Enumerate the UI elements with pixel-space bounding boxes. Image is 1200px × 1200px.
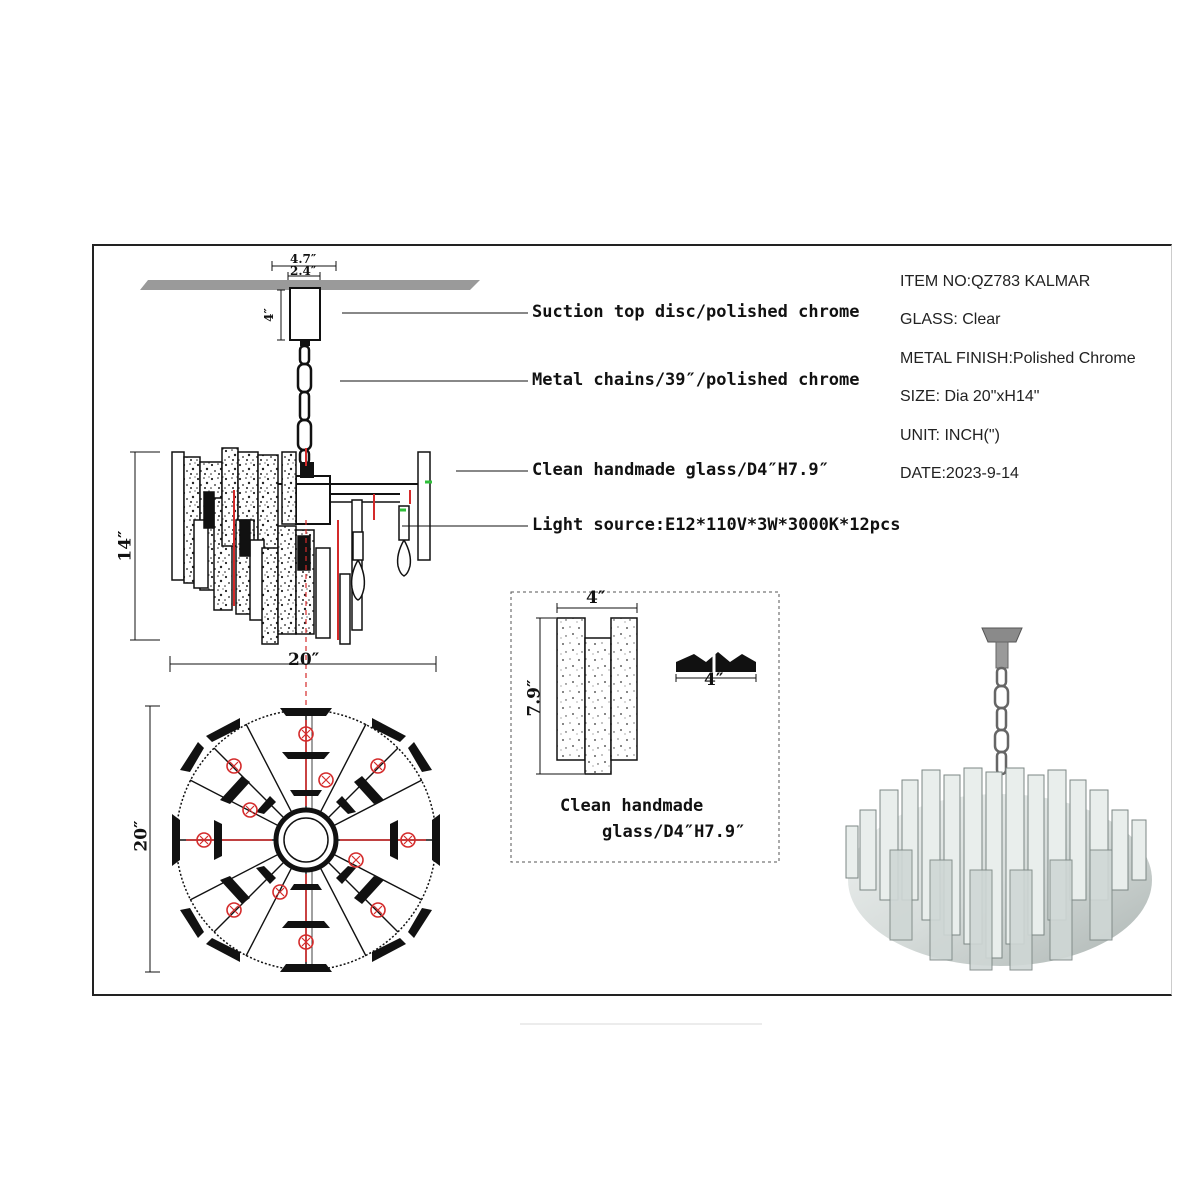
spec-item-no: ITEM NO:QZ783 KALMAR [900, 273, 1091, 290]
spec-unit: UNIT: INCH(") [900, 426, 1000, 444]
canopy-dimension-lines [271, 261, 337, 341]
chandelier-side-view [171, 447, 432, 710]
spec-glass: GLASS: Clear [900, 311, 1001, 329]
glass-detail-box [510, 591, 780, 863]
side-dimension-lines [130, 451, 437, 672]
callout-chains: Metal chains/39″/polished chrome [532, 370, 860, 390]
canopy [289, 287, 321, 341]
dim-width: 20″ [288, 650, 320, 670]
glass-profile [676, 652, 756, 672]
spec-date: DATE:2023-9-14 [900, 464, 1019, 482]
chandelier-top-view [172, 708, 440, 972]
dim-detail-width: 4″ [586, 588, 606, 608]
spec-size: SIZE: Dia 20"xH14" [900, 388, 1040, 406]
callout-light-source: Light source:E12*110V*3W*3000K*12pcs [532, 515, 901, 535]
callout-glass: Clean handmade glass/D4″H7.9″ [532, 460, 829, 480]
dim-canopy-inner: 2.4″ [290, 264, 317, 278]
spec-metal-finish: METAL FINISH:Polished Chrome [900, 349, 1136, 367]
callout-leaders [340, 312, 528, 527]
product-photo [845, 627, 1152, 971]
dim-profile-width: 4″ [704, 670, 724, 690]
callout-top-disc: Suction top disc/polished chrome [532, 302, 860, 322]
top-view-dimension-line [145, 705, 160, 973]
dim-canopy-outer: 4.7″ [290, 252, 317, 266]
dim-top-view-dia: 20″ [131, 820, 152, 852]
drawing-frame [92, 244, 1172, 996]
spec-block: ITEM NO:QZ783 KALMAR GLASS: Clear METAL … [900, 270, 1136, 500]
chain [296, 344, 313, 466]
detail-caption-line2: glass/D4″H7.9″ [602, 822, 746, 842]
dim-detail-height: 7.9″ [524, 679, 545, 717]
ceiling-plate [140, 280, 480, 290]
detail-caption-line1: Clean handmade [560, 796, 704, 816]
dim-canopy-height: 4″ [261, 308, 276, 322]
dim-height: 14″ [115, 530, 136, 562]
